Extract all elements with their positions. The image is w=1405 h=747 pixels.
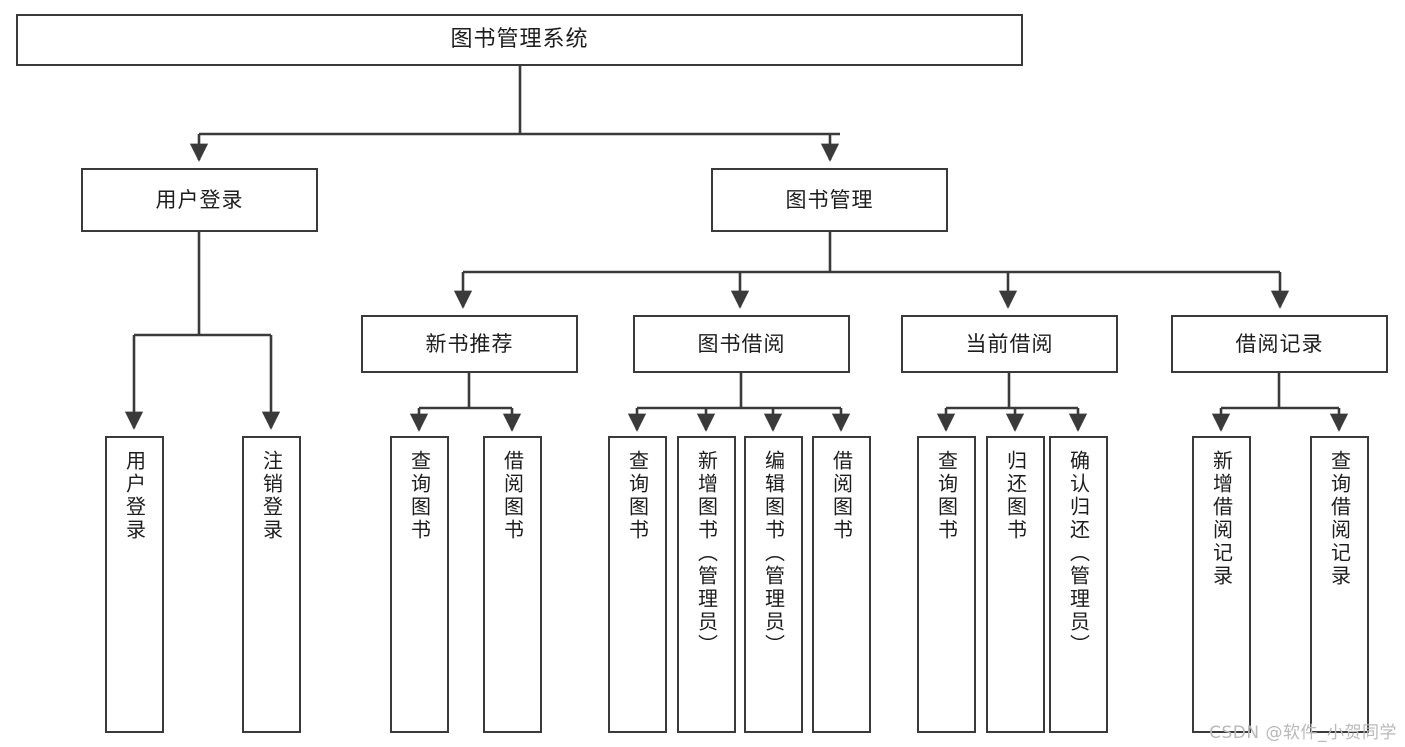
node-label: 归还图书: [1003, 450, 1028, 542]
node-label: 查询图书: [407, 450, 432, 542]
node-label: 注销登录: [259, 450, 284, 542]
node-label: 图书借阅: [697, 331, 786, 356]
leaf-current-borrow-query-book[interactable]: 查询图书: [917, 436, 976, 733]
leaf-borrow-record-add-record[interactable]: 新增借阅记录: [1192, 436, 1251, 733]
node-label: 图书管理系统: [450, 27, 589, 53]
leaf-new-book-borrow-book[interactable]: 借阅图书: [483, 436, 542, 733]
leaf-book-borrow-query-book[interactable]: 查询图书: [608, 436, 667, 733]
node-book-borrow[interactable]: 图书借阅: [633, 315, 850, 373]
node-user-login[interactable]: 用户登录: [81, 168, 318, 232]
leaf-user-login-login[interactable]: 用户登录: [105, 436, 164, 733]
leaf-book-borrow-edit-book-admin[interactable]: 编辑图书（管理员）: [744, 436, 803, 733]
node-label: 借阅记录: [1235, 331, 1324, 356]
node-label: 查询图书: [625, 450, 650, 542]
node-label: 新增借阅记录: [1209, 450, 1234, 588]
node-label: 编辑图书（管理员）: [761, 450, 786, 657]
node-root-book-management-system[interactable]: 图书管理系统: [16, 14, 1023, 66]
node-borrow-record[interactable]: 借阅记录: [1171, 315, 1388, 373]
leaf-user-login-logout[interactable]: 注销登录: [242, 436, 301, 733]
leaf-book-borrow-add-book-admin[interactable]: 新增图书（管理员）: [677, 436, 736, 733]
csdn-watermark: CSDN @软件_小贺同学: [1209, 723, 1397, 743]
node-current-borrow[interactable]: 当前借阅: [901, 315, 1118, 373]
leaf-new-book-query-book[interactable]: 查询图书: [390, 436, 449, 733]
node-book-management[interactable]: 图书管理: [711, 168, 948, 232]
node-new-book-recommend[interactable]: 新书推荐: [361, 315, 578, 373]
leaf-borrow-record-query-record[interactable]: 查询借阅记录: [1310, 436, 1369, 733]
leaf-current-borrow-return-book[interactable]: 归还图书: [986, 436, 1045, 733]
node-label: 借阅图书: [500, 450, 525, 542]
node-label: 用户登录: [155, 187, 244, 212]
leaf-current-borrow-confirm-return-admin[interactable]: 确认归还（管理员）: [1049, 436, 1108, 733]
node-label: 查询借阅记录: [1327, 450, 1352, 588]
node-label: 确认归还（管理员）: [1066, 450, 1091, 657]
node-label: 新书推荐: [425, 331, 514, 356]
node-label: 当前借阅: [965, 331, 1054, 356]
leaf-book-borrow-borrow-book[interactable]: 借阅图书: [812, 436, 871, 733]
node-label: 用户登录: [122, 450, 147, 542]
node-label: 新增图书（管理员）: [694, 450, 719, 657]
node-label: 图书管理: [785, 187, 874, 212]
node-label: 查询图书: [934, 450, 959, 542]
node-label: 借阅图书: [829, 450, 854, 542]
